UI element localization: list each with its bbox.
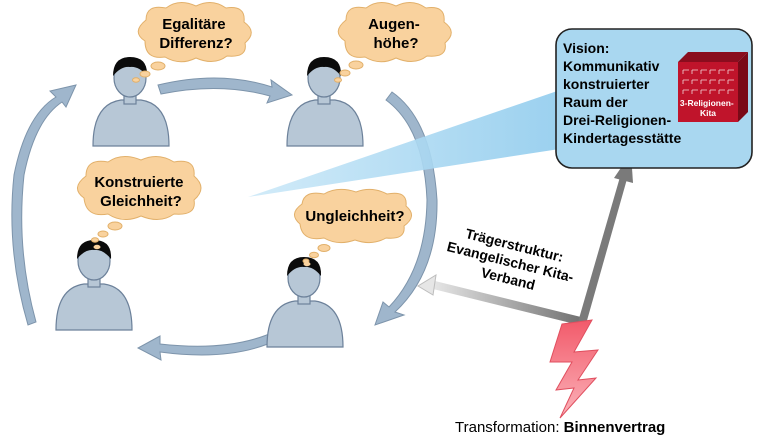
thought-mid-left-line2: Gleichheit? [100, 193, 182, 210]
thought-mid-right-text: Ungleichheit? [305, 208, 404, 225]
vision-line5: Drei-Religionen- [563, 112, 671, 128]
thought-cloud-top-right: Augen- höhe? [334, 2, 452, 83]
svg-text:Konstruierte Gleichheit?: Konstruierte Gleichheit? [94, 174, 187, 210]
structure-arrow [417, 274, 585, 326]
thought-cloud-top-left: Egalitäre Differenz? [132, 2, 252, 83]
lightning-bolt-icon [549, 319, 599, 419]
arrow-top [157, 77, 294, 104]
person-top-left [92, 57, 170, 147]
transformation-prefix: Transformation: [455, 419, 564, 436]
transformation-bold: Binnenvertrag [564, 419, 666, 436]
svg-text:Egalitäre Differenz?: Egalitäre Differenz? [159, 16, 232, 52]
arrow-left [11, 84, 77, 326]
head-dot-bottom-right [303, 261, 311, 267]
cube-label-line1: 3-Religionen- [680, 98, 734, 108]
vision-line6: Kindertagesstätte [563, 130, 681, 146]
head-dot-bottom-left [93, 244, 101, 250]
svg-text:Vision: Kommunikativ: Vision: Kommunikativ konstruierter Raum … [563, 40, 681, 146]
vision-arrow [578, 153, 633, 324]
thought-cloud-mid-left: Konstruierte Gleichheit? [77, 156, 202, 243]
thought-top-left-line2: Differenz? [159, 35, 232, 52]
thought-top-right-line2: höhe? [374, 35, 419, 52]
person-bottom-left [55, 240, 133, 331]
vision-beam [248, 88, 566, 197]
three-religions-kita-cube-icon: 3-Religionen- Kita [678, 52, 748, 122]
transformation-caption: Transformation: Binnenvertrag [455, 419, 665, 436]
svg-text:Ungleichheit?: Ungleichheit? [305, 208, 404, 225]
cube-label-line2: Kita [700, 108, 716, 118]
thought-top-left-line1: Egalitäre [162, 16, 225, 33]
thought-cloud-mid-right: Ungleichheit? [294, 188, 412, 264]
thought-top-right-line1: Augen- [368, 16, 420, 33]
vision-line3: konstruierter [563, 76, 650, 92]
thought-mid-left-line1: Konstruierte [94, 174, 183, 191]
vision-line4: Raum der [563, 94, 628, 110]
person-top-right [286, 57, 364, 147]
svg-text:Augen- höhe?: Augen- höhe? [368, 16, 424, 52]
vision-line1: Vision: [563, 40, 609, 56]
person-bottom-right [266, 257, 344, 348]
svg-text:3-Religionen- Kita: 3-Religionen- Kita [680, 98, 736, 118]
vision-line2: Kommunikativ [563, 58, 660, 74]
arrow-bottom [136, 330, 282, 361]
